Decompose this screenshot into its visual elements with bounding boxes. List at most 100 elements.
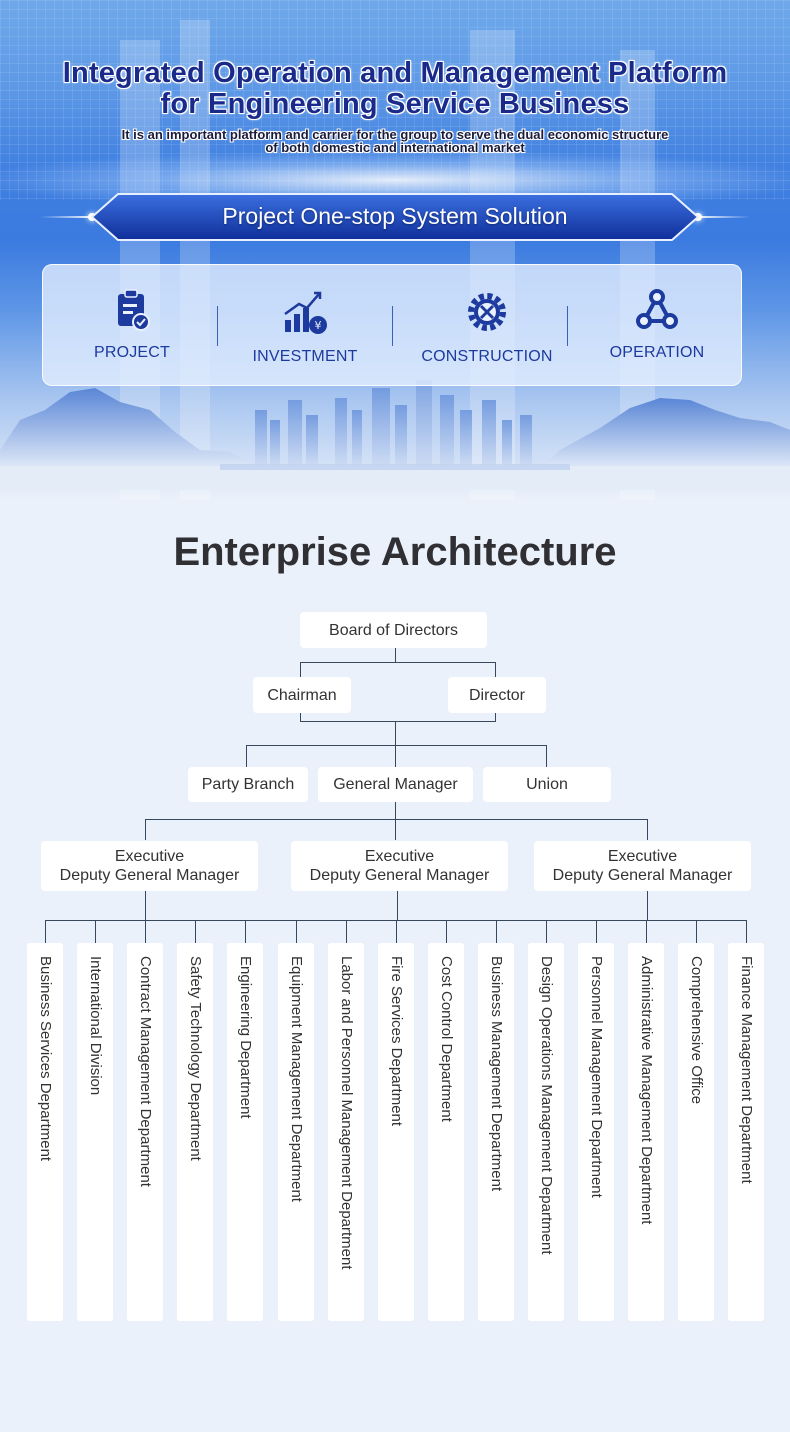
connector-line [396, 920, 397, 943]
connector-line [395, 801, 396, 840]
connector-line [300, 662, 496, 663]
department-card: Business Management Department [478, 943, 514, 1321]
deputy-gm-label: Deputy General Manager [552, 867, 733, 884]
board-of-directors-label: Board of Directors [329, 621, 458, 639]
executive-deputy-gm-box: Executive Deputy General Manager [291, 841, 508, 891]
feature-construction-label: CONSTRUCTION [421, 348, 553, 365]
connector-line [246, 745, 547, 746]
hero-section: Integrated Operation and Management Plat… [0, 0, 790, 500]
union-box: Union [483, 767, 611, 802]
banner-line-left [40, 216, 95, 218]
feature-divider [567, 306, 568, 346]
deputy-gm-label: Deputy General Manager [59, 867, 240, 884]
executive-deputy-gm-box: Executive Deputy General Manager [534, 841, 751, 891]
department-label: International Division [87, 956, 104, 1096]
department-card: Comprehensive Office [678, 943, 714, 1321]
svg-text:¥: ¥ [315, 319, 322, 332]
department-card: Contract Management Department [127, 943, 163, 1321]
connector-line [145, 920, 146, 943]
department-card: Business Services Department [27, 943, 63, 1321]
connector-line [546, 745, 547, 767]
clipboard-check-icon [118, 289, 150, 331]
union-label: Union [526, 776, 568, 793]
department-card: Administrative Management Department [628, 943, 664, 1321]
department-card: Safety Technology Department [177, 943, 213, 1321]
department-card: Labor and Personnel Management Departmen… [328, 943, 364, 1321]
feature-investment: ¥ INVESTMENT [230, 288, 380, 366]
feature-investment-label: INVESTMENT [252, 348, 358, 365]
executive-label: Executive [114, 848, 185, 865]
connector-line [245, 920, 246, 943]
connector-line [145, 891, 146, 920]
department-card: Finance Management Department [728, 943, 764, 1321]
department-label: Business Management Department [488, 956, 505, 1192]
department-card: Personnel Management Department [578, 943, 614, 1321]
general-manager-box: General Manager [318, 767, 473, 802]
hero-title-line2: for Engineering Service Business [160, 88, 630, 120]
connector-line [300, 662, 301, 678]
banner-title: Project One-stop System Solution [222, 203, 568, 229]
connector-line [746, 920, 747, 943]
party-branch-box: Party Branch [188, 767, 308, 802]
executive-label: Executive [607, 848, 678, 865]
department-card: Design Operations Management Department [528, 943, 564, 1321]
connector-line [397, 891, 398, 920]
connector-line [145, 819, 648, 820]
executive-label: Executive [364, 848, 435, 865]
department-label: Fire Services Department [388, 956, 405, 1127]
department-label: Administrative Management Department [638, 956, 655, 1225]
department-card: Cost Control Department [428, 943, 464, 1321]
connector-line [496, 920, 497, 943]
department-card: Fire Services Department [378, 943, 414, 1321]
connector-line [647, 819, 648, 840]
hero-title-line1: Integrated Operation and Management Plat… [62, 57, 728, 89]
connector-line [346, 920, 347, 943]
feature-operation-label: OPERATION [609, 344, 705, 361]
feature-operation: OPERATION [582, 288, 732, 362]
feature-project-label: PROJECT [93, 344, 171, 361]
department-label: Cost Control Department [438, 956, 455, 1122]
connector-line [296, 920, 297, 943]
triangle-nodes-icon [636, 289, 678, 329]
connector-line [395, 721, 396, 767]
connector-line [45, 920, 46, 943]
connector-line [195, 920, 196, 943]
connector-line [246, 745, 247, 767]
connector-line [495, 662, 496, 678]
department-label: Equipment Management Department [288, 956, 305, 1202]
deputy-gm-label: Deputy General Manager [309, 867, 490, 884]
chairman-box: Chairman [253, 677, 351, 713]
connector-line [646, 920, 647, 943]
hero-subtitle-line1: It is an important platform and carrier … [121, 127, 669, 142]
connector-line [596, 920, 597, 943]
hero-subtitle-line2: of both domestic and international marke… [265, 140, 525, 155]
general-manager-label: General Manager [333, 776, 458, 793]
connector-line [95, 920, 96, 943]
department-label: Safety Technology Department [187, 956, 204, 1161]
department-label: Finance Management Department [738, 956, 755, 1184]
department-label: Business Services Department [37, 956, 54, 1162]
gear-tools-icon [468, 293, 506, 331]
hero-subtitle: It is an important platform and carrier … [60, 128, 730, 154]
department-card: International Division [77, 943, 113, 1321]
connector-line [696, 920, 697, 943]
department-label: Labor and Personnel Management Departmen… [338, 956, 355, 1270]
director-label: Director [468, 686, 525, 704]
department-label: Contract Management Department [137, 956, 154, 1187]
director-box: Director [448, 677, 546, 713]
feature-project: PROJECT [57, 288, 207, 362]
connector-line [300, 721, 496, 722]
banner-line-right [695, 216, 750, 218]
architecture-title: Enterprise Architecture [173, 530, 617, 574]
growth-chart-yen-icon: ¥ [284, 291, 327, 334]
connector-line [546, 920, 547, 943]
executive-deputy-gm-box: Executive Deputy General Manager [41, 841, 258, 891]
department-card: Engineering Department [227, 943, 263, 1321]
feature-construction: CONSTRUCTION [412, 288, 562, 366]
board-of-directors-box: Board of Directors [300, 612, 487, 648]
backdrop-tower [180, 20, 210, 500]
connector-line [495, 712, 496, 722]
feature-divider [217, 306, 218, 346]
skyline-landscape [0, 380, 790, 490]
connector-line [395, 648, 396, 663]
